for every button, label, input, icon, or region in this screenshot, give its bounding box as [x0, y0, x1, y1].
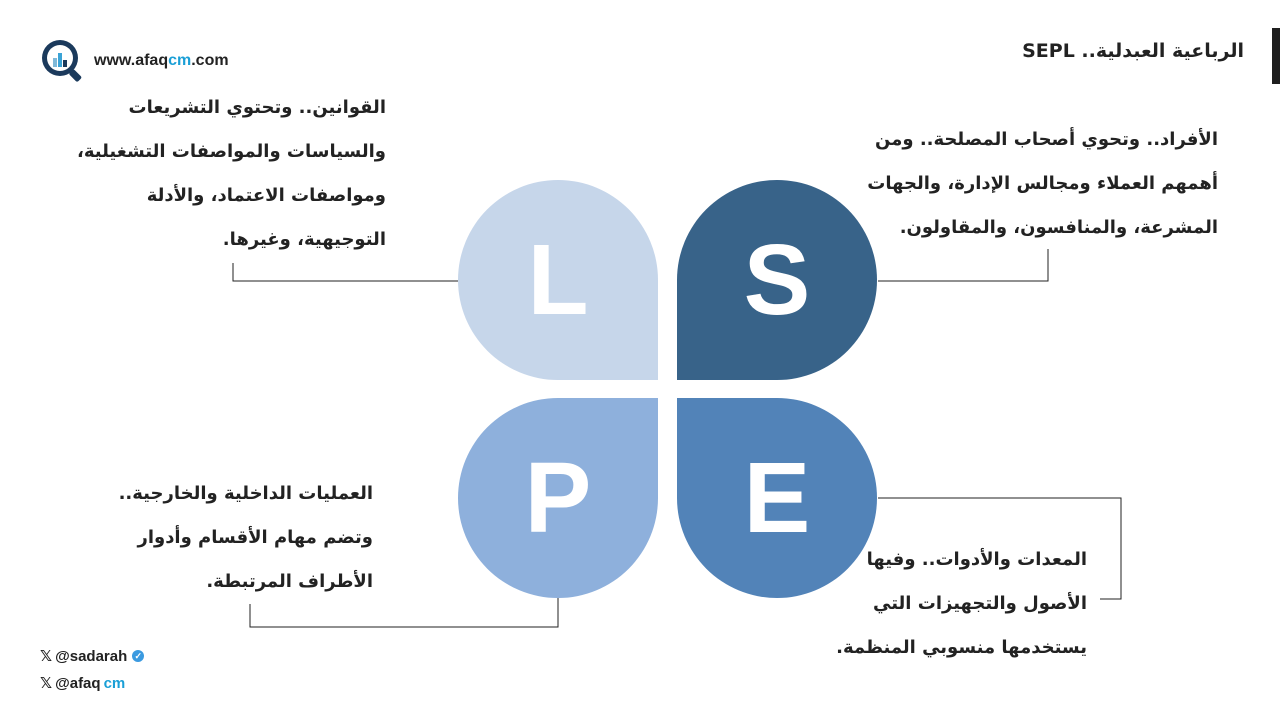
social-handle-sadarah[interactable]: 𝕏@sadarah ✓ — [40, 647, 145, 665]
description-line: الأطراف المرتبطة. — [206, 571, 373, 592]
description-line: المشرعة، والمنافسون، والمقاولون. — [899, 217, 1218, 238]
description-line: القوانين.. وتحتوي التشريعات — [128, 97, 386, 118]
description-p: العمليات الداخلية والخارجية.. وتضم مهام … — [119, 472, 373, 604]
description-s: الأفراد.. وتحوي أصحاب المصلحة.. ومن أهمه… — [867, 118, 1218, 250]
page-title: الرباعية العبدلية.. SEPL — [1022, 40, 1244, 62]
x-logo-icon: 𝕏 — [40, 647, 53, 665]
x-logo-icon: 𝕏 — [40, 674, 53, 692]
social-handle-text: @sadarah — [55, 647, 128, 665]
description-line: العمليات الداخلية والخارجية.. — [118, 483, 373, 504]
connector-line-l — [232, 263, 458, 282]
description-l: القوانين.. وتحتوي التشريعات والسياسات وا… — [77, 86, 386, 262]
description-line: والسياسات والمواصفات التشغيلية، — [76, 141, 386, 162]
description-line: الأصول والتجهيزات التي — [872, 593, 1087, 614]
petal-letter-l: L — [527, 223, 589, 336]
description-line: وتضم مهام الأقسام وأدوار — [137, 527, 373, 548]
connector-line-p — [249, 598, 559, 628]
social-handle-accent: cm — [103, 674, 126, 692]
description-e: المعدات والأدوات.. وفيها الأصول والتجهيز… — [836, 538, 1087, 670]
description-line: المعدات والأدوات.. وفيها — [866, 549, 1087, 570]
magnifier-logo-icon — [42, 40, 82, 82]
connector-line-e — [878, 497, 1122, 600]
brand-url[interactable]: www.afaqcm.com — [94, 52, 229, 70]
description-line: يستخدمها منسوبي المنظمة. — [836, 637, 1087, 658]
petal-p: P — [458, 398, 658, 598]
petal-letter-p: P — [524, 441, 592, 554]
description-line: الأفراد.. وتحوي أصحاب المصلحة.. ومن — [875, 129, 1218, 150]
verified-badge-icon: ✓ — [132, 650, 145, 662]
petal-letter-e: E — [743, 441, 811, 554]
description-line: أهمهم العملاء ومجالس الإدارة، والجهات — [867, 173, 1218, 194]
title-accent-bar — [1272, 28, 1280, 84]
brand[interactable]: www.afaqcm.com — [40, 38, 229, 84]
connector-line-s — [878, 249, 1049, 282]
social-handle-text: @afaq — [55, 674, 101, 692]
description-line: التوجيهية، وغيرها. — [222, 229, 386, 250]
description-line: ومواصفات الاعتماد، والأدلة — [146, 185, 386, 206]
petal-e: E — [677, 398, 877, 598]
brand-url-prefix: www.afaq — [94, 52, 169, 69]
petal-l: L — [458, 180, 658, 380]
brand-url-accent: cm — [168, 52, 192, 69]
petal-s: S — [677, 180, 877, 380]
petal-letter-s: S — [743, 223, 811, 336]
brand-url-suffix: .com — [191, 52, 229, 69]
